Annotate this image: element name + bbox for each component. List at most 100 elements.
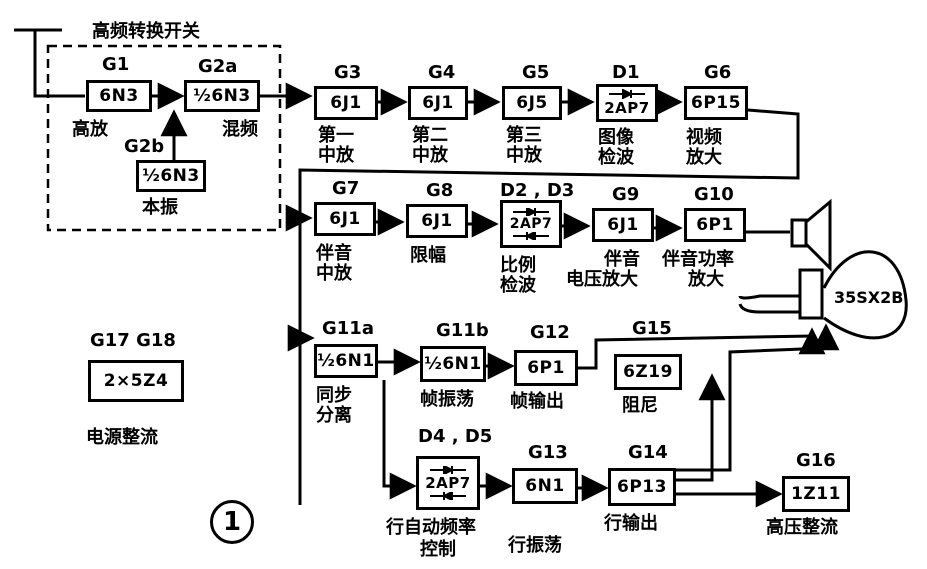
- g1718-block: 2×5Z4: [88, 360, 184, 402]
- hf-switch-enclosure: [46, 44, 282, 232]
- g9-caption-2: 电压放大: [566, 269, 638, 290]
- g12-block: 6P1: [514, 350, 578, 386]
- g15-tube: 6Z19: [623, 362, 673, 382]
- g2b-block: ½6N3: [136, 160, 206, 192]
- diode-icon: [513, 232, 549, 240]
- g6-block: 6P15: [684, 86, 748, 120]
- g1718-caption: 电源整流: [86, 427, 158, 448]
- d1-caption-2: 检波: [598, 147, 634, 168]
- diode-icon: [430, 466, 466, 474]
- g11b-code: G11b: [436, 320, 489, 341]
- d45-part: 2AP7: [425, 474, 471, 492]
- diode-icon: [609, 89, 645, 99]
- figure-number: 1: [210, 500, 254, 544]
- g14-block: 6P13: [608, 468, 676, 506]
- g5-code: G5: [522, 62, 550, 83]
- g10-tube: 6P1: [696, 215, 734, 235]
- crt-yoke: [798, 268, 824, 320]
- g7-caption-2: 中放: [316, 263, 352, 284]
- g10-block: 6P1: [684, 208, 746, 242]
- g7-caption-1: 伴音: [316, 243, 352, 264]
- g4-caption-2: 中放: [412, 145, 448, 166]
- speaker-magnet: [790, 218, 808, 248]
- d23-caption-2: 检波: [500, 275, 536, 296]
- g10-caption-2: 放大: [688, 269, 724, 290]
- g13-block: 6N1: [512, 468, 578, 504]
- g3-caption-1: 第一: [318, 125, 354, 146]
- g9-caption-1: 伴音: [604, 249, 640, 270]
- d1-code: D1: [612, 62, 640, 83]
- hf-switch-title: 高频转换开关: [92, 21, 200, 42]
- diode-icon: [430, 492, 466, 500]
- g11a-code: G11a: [322, 318, 374, 339]
- diode-icon: [513, 208, 549, 216]
- g3-code: G3: [334, 62, 362, 83]
- g8-caption: 限幅: [410, 245, 446, 266]
- g2a-code: G2a: [198, 56, 238, 77]
- g2b-tube: ½6N3: [142, 166, 200, 186]
- d23-code: D2 , D3: [500, 180, 575, 201]
- g12-caption: 帧输出: [510, 391, 564, 412]
- g2a-block: ½6N3: [184, 80, 260, 112]
- g4-tube: 6J1: [422, 93, 454, 113]
- d23-caption-1: 比例: [500, 255, 536, 276]
- g5-block: 6J5: [502, 86, 562, 120]
- g13-caption: 行振荡: [508, 535, 562, 556]
- g16-tube: 1Z11: [791, 484, 841, 504]
- crt-label: 35SX2B: [834, 288, 904, 307]
- g3-block: 6J1: [314, 86, 378, 120]
- g11a-caption-1: 同步: [316, 385, 352, 406]
- d45-block: 2AP7: [416, 456, 480, 510]
- g13-tube: 6N1: [525, 476, 565, 496]
- g9-block: 6J1: [592, 208, 654, 242]
- g14-code: G14: [628, 442, 668, 463]
- g6-caption-1: 视频: [686, 127, 722, 148]
- g2a-tube: ½6N3: [193, 86, 251, 106]
- g10-caption-1: 伴音功率: [662, 249, 734, 270]
- g2b-code: G2b: [124, 136, 165, 157]
- g4-caption-1: 第二: [412, 125, 448, 146]
- g16-code: G16: [796, 450, 836, 471]
- g11a-tube: ½6N1: [317, 351, 375, 371]
- g1-tube: 6N3: [99, 86, 139, 106]
- d45-caption-1: 行自动频率: [386, 517, 476, 538]
- g3-tube: 6J1: [330, 93, 362, 113]
- antenna-line: [14, 28, 85, 98]
- g2a-caption: 混频: [222, 119, 258, 140]
- g5-caption-2: 中放: [506, 145, 542, 166]
- g1-code: G1: [102, 54, 130, 75]
- g14-caption: 行输出: [604, 513, 658, 534]
- g7-code: G7: [332, 178, 360, 199]
- g6-caption-2: 放大: [686, 147, 722, 168]
- g11b-tube: ½6N1: [424, 354, 482, 374]
- g8-tube: 6J1: [421, 211, 453, 231]
- g12-tube: 6P1: [527, 358, 565, 378]
- figure-number-text: 1: [222, 507, 242, 537]
- g1-caption: 高放: [72, 119, 108, 140]
- g14-tube: 6P13: [617, 477, 667, 497]
- d45-code: D4 , D5: [418, 426, 493, 447]
- g9-code: G9: [612, 184, 640, 205]
- d45-caption-2: 控制: [420, 539, 456, 560]
- speaker-cone: [804, 198, 832, 272]
- g16-caption: 高压整流: [766, 517, 838, 538]
- g10-code: G10: [694, 184, 734, 205]
- g7-block: 6J1: [314, 202, 376, 236]
- g12-code: G12: [530, 322, 570, 343]
- d1-caption-1: 图像: [598, 127, 634, 148]
- g16-block: 1Z11: [782, 476, 850, 512]
- g5-caption-1: 第三: [506, 125, 542, 146]
- g11b-caption: 帧振荡: [420, 389, 474, 410]
- g1718-tube: 2×5Z4: [103, 371, 169, 391]
- g15-caption: 阻尼: [622, 395, 658, 416]
- g1-block: 6N3: [86, 80, 152, 112]
- g15-block: 6Z19: [614, 354, 682, 390]
- g1718-code: G17 G18: [90, 330, 176, 351]
- g6-code: G6: [704, 62, 732, 83]
- d1-part: 2AP7: [604, 99, 650, 117]
- g6-tube: 6P15: [691, 93, 741, 113]
- d23-block: 2AP7: [500, 200, 562, 248]
- crt-neck: [738, 294, 800, 314]
- g3-caption-2: 中放: [318, 145, 354, 166]
- g11a-block: ½6N1: [314, 344, 378, 378]
